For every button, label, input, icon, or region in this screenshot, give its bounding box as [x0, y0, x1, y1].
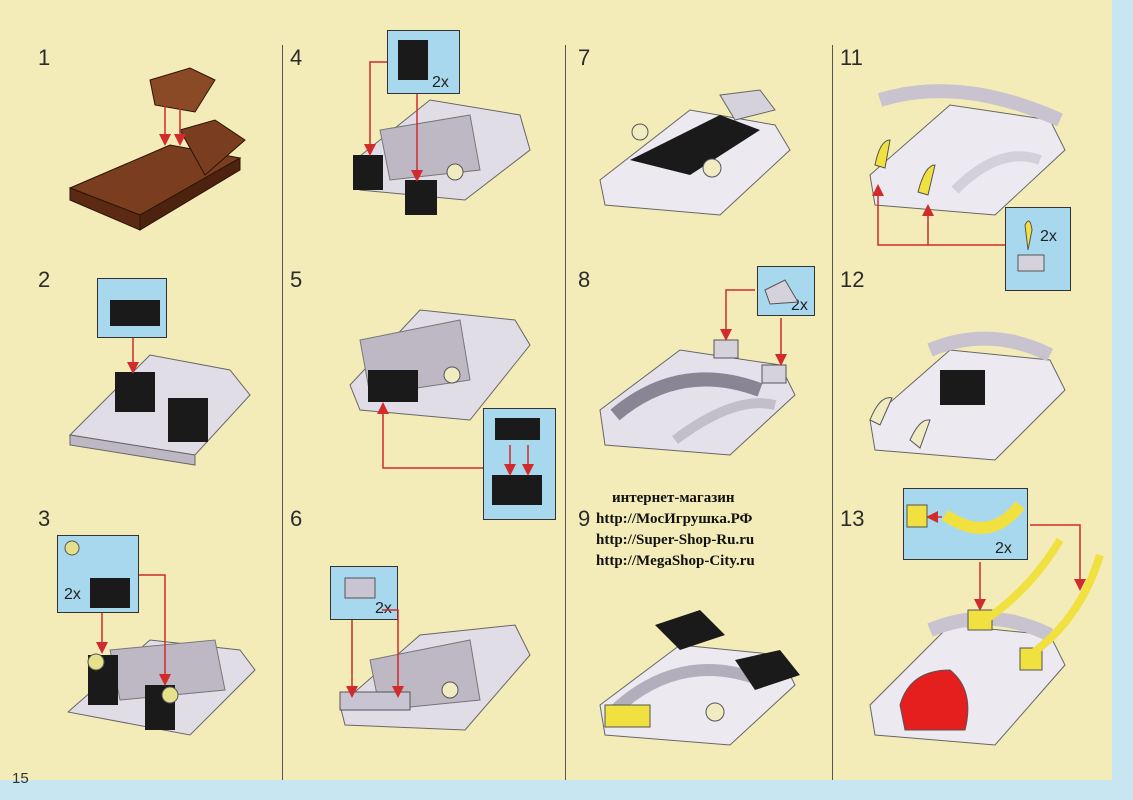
shop-link: http://MegaShop-City.ru [596, 553, 755, 569]
step1-model [68, 67, 246, 231]
step-number: 6 [290, 506, 303, 531]
quantity-label: 2x [432, 74, 449, 91]
column-divider [832, 45, 833, 780]
parts-callout [1005, 207, 1071, 291]
page-number: 15 [12, 770, 29, 787]
step-number: 2 [38, 267, 51, 292]
step2-model [68, 300, 251, 466]
step6-model [339, 577, 531, 731]
step8-model [599, 279, 799, 456]
shop-watermark: интернет-магазин http://МосИгрушка.РФ ht… [596, 488, 816, 572]
step3-model [64, 540, 256, 736]
step-number: 8 [578, 267, 591, 292]
step-number: 12 [840, 267, 865, 292]
step-number: 1 [38, 45, 51, 70]
step5-model [349, 309, 542, 505]
step-number: 11 [840, 45, 863, 70]
quantity-label: 2x [64, 586, 81, 603]
parts-callout [330, 566, 398, 620]
step-number: 13 [840, 506, 865, 531]
quantity-label: 2x [995, 540, 1012, 557]
build-illustrations [64, 40, 1104, 746]
column-divider [282, 45, 283, 780]
shop-title: интернет-магазин [612, 490, 735, 506]
step7-model [599, 89, 791, 216]
instruction-sheet: 1 2 3 4 5 6 7 8 9 11 12 13 2x 2x 2x 2x 2… [0, 0, 1112, 780]
step13-model [869, 501, 1104, 746]
column-divider [565, 45, 566, 780]
step11-model [869, 84, 1066, 272]
step-number: 5 [290, 267, 303, 292]
step-number: 3 [38, 506, 51, 531]
shop-link: http://Super-Shop-Ru.ru [596, 532, 755, 548]
shop-link: http://МосИгрушка.РФ [596, 511, 753, 527]
quantity-label: 2x [1040, 228, 1057, 245]
step9-model [599, 610, 800, 746]
quantity-label: 2x [375, 600, 392, 617]
step-number: 9 [578, 506, 591, 531]
step12-model [869, 331, 1066, 461]
step-number: 4 [290, 45, 303, 70]
step-number: 7 [578, 45, 591, 70]
step4-model [353, 40, 531, 215]
